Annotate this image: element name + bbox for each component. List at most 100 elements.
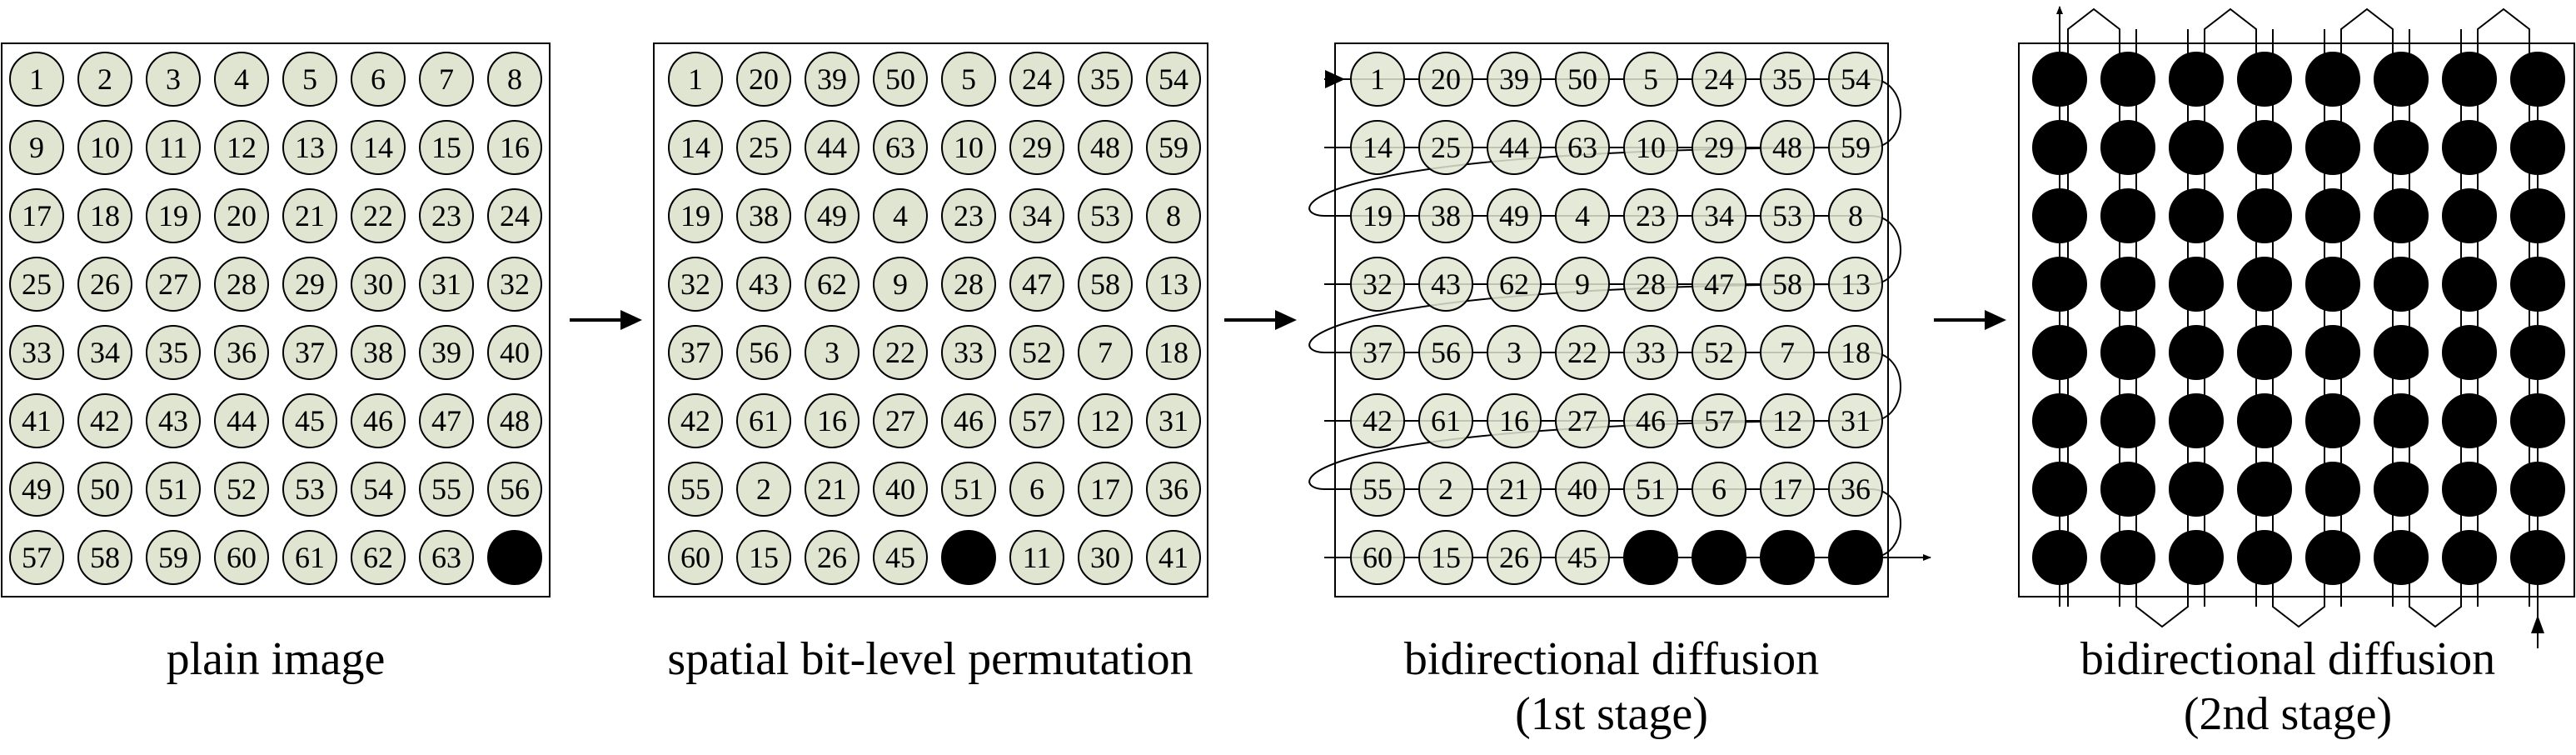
cell-circle (1350, 393, 1405, 448)
cell-circle (736, 257, 791, 312)
cell-label: 8 (1166, 199, 1181, 232)
cell-label: 51 (1636, 472, 1666, 506)
cell-circle (668, 120, 723, 175)
cell-label: 55 (431, 472, 461, 506)
cell-circle (77, 462, 132, 517)
cell-circle (419, 52, 474, 107)
cell-label: 27 (158, 268, 188, 301)
filled-cell (2374, 530, 2429, 585)
cell-label: 3 (166, 62, 181, 96)
cell-circle (736, 530, 791, 585)
filled-cell (2510, 393, 2565, 448)
cell-label: 48 (1772, 131, 1802, 164)
cell-circle (1078, 530, 1133, 585)
cell-circle (146, 462, 201, 517)
cell-label: 56 (500, 472, 530, 506)
cell-circle (282, 530, 337, 585)
cell-label: 14 (680, 131, 710, 164)
filled-cell (2510, 530, 2565, 585)
filled-cell (2305, 52, 2360, 107)
cell-circle (487, 462, 542, 517)
cell-circle (1760, 462, 1815, 517)
cell-label: 6 (371, 62, 386, 96)
cell-label: 26 (1499, 541, 1529, 574)
cell-circle (419, 257, 474, 312)
cell-label: 45 (885, 541, 915, 574)
cell-label: 8 (1848, 199, 1863, 232)
cell-circle (873, 188, 928, 243)
cell-label: 8 (507, 62, 522, 96)
cell-circle (1487, 462, 1542, 517)
filled-cell (2374, 52, 2429, 107)
cell-circle (1146, 393, 1201, 448)
cell-label: 56 (1431, 336, 1461, 369)
cell-circle (1078, 120, 1133, 175)
cell-circle (1418, 52, 1473, 107)
cell-label: 1 (29, 62, 44, 96)
cell-circle (1146, 257, 1201, 312)
cell-label: 51 (158, 472, 188, 506)
cell-circle (1146, 120, 1201, 175)
cell-circle (9, 257, 64, 312)
cell-label: 43 (1431, 268, 1461, 301)
cell-label: 46 (954, 404, 984, 438)
cell-label: 63 (1567, 131, 1597, 164)
filled-cell (2374, 393, 2429, 448)
cell-label: 22 (363, 199, 393, 232)
cell-label: 23 (1636, 199, 1666, 232)
cell-label: 60 (1363, 541, 1393, 574)
cell-label: 17 (1090, 472, 1120, 506)
arrow-diffusion1-to-diffusion2 (1934, 310, 2006, 330)
cell-circle (1146, 52, 1201, 107)
cell-circle (805, 530, 859, 585)
cell-label: 23 (431, 199, 461, 232)
cell-circle (1146, 325, 1201, 380)
cell-circle (1487, 52, 1542, 107)
cell-label: 9 (893, 268, 908, 301)
cell-label: 20 (749, 62, 779, 96)
cell-circle (736, 120, 791, 175)
filled-cell (2169, 530, 2224, 585)
cell-label: 4 (893, 199, 908, 232)
filled-cell (2237, 188, 2292, 243)
cell-circle (1078, 325, 1133, 380)
cell-circle (214, 325, 269, 380)
cell-label: 4 (234, 62, 249, 96)
cell-label: 45 (1567, 541, 1597, 574)
cell-label: 39 (431, 336, 461, 369)
cell-label: 46 (1636, 404, 1666, 438)
cell-circle (351, 393, 406, 448)
filled-cell (2305, 188, 2360, 243)
cell-label: 41 (22, 404, 52, 438)
cell-label: 35 (1772, 62, 1802, 96)
cell-circle (77, 120, 132, 175)
filled-cell (2510, 257, 2565, 312)
cell-circle (1623, 52, 1678, 107)
cell-circle (1828, 120, 1883, 175)
filled-cell (2305, 462, 2360, 517)
cell-label: 15 (431, 131, 461, 164)
arrow-permutation-to-diffusion1 (1224, 310, 1297, 330)
cell-circle (1078, 462, 1133, 517)
cell-circle (873, 462, 928, 517)
cell-circle (146, 530, 201, 585)
cell-circle (1623, 257, 1678, 312)
cell-label: 52 (227, 472, 257, 506)
filled-cell (2100, 325, 2155, 380)
cell-label: 54 (1158, 62, 1188, 96)
cell-circle (1487, 530, 1542, 585)
cell-circle (351, 188, 406, 243)
cell-label: 37 (680, 336, 710, 369)
cell-label: 13 (1841, 268, 1871, 301)
cell-circle (1350, 120, 1405, 175)
filled-cell (2032, 120, 2087, 175)
cell-label: 20 (1431, 62, 1461, 96)
cell-label: 30 (1090, 541, 1120, 574)
cell-label: 60 (227, 541, 257, 574)
cell-label: 25 (22, 268, 52, 301)
cell-label: 36 (1841, 472, 1871, 506)
cell-label: 31 (1158, 404, 1188, 438)
cell-circle (941, 257, 996, 312)
cell-circle (941, 325, 996, 380)
